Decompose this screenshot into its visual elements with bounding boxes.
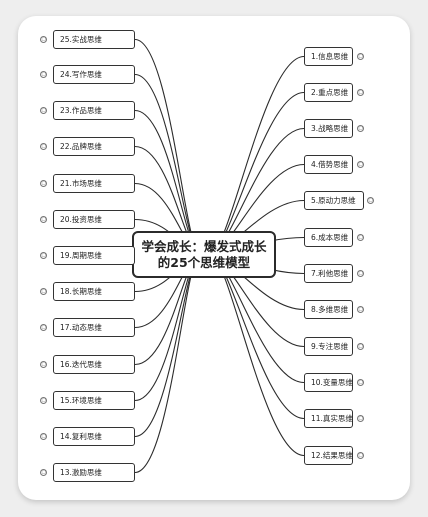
note-icon[interactable]: □ (40, 469, 47, 476)
note-icon[interactable]: □ (357, 306, 364, 313)
note-icon[interactable]: □ (357, 53, 364, 60)
node-label: 25.实战思维 (60, 35, 102, 44)
node-focus-point-thinking[interactable]: 2.重点思维 (304, 83, 353, 102)
node-work-thinking[interactable]: 23.作品思维 (53, 101, 135, 120)
node-label: 17.动态思维 (60, 323, 102, 332)
node-result-thinking[interactable]: 12.结果思维 (304, 446, 353, 465)
node-label: 12.结果思维 (311, 451, 353, 460)
node-compound-thinking[interactable]: 14.复利思维 (53, 427, 135, 446)
node-label: 14.复利思维 (60, 432, 102, 441)
note-icon[interactable]: □ (357, 415, 364, 422)
node-label: 15.环境思维 (60, 396, 102, 405)
node-writing-thinking[interactable]: 24.写作思维 (53, 65, 135, 84)
node-label: 20.投资思维 (60, 215, 102, 224)
connector-line (209, 91, 305, 255)
node-truth-thinking[interactable]: 11.真实思维 (304, 409, 353, 428)
note-icon[interactable]: □ (40, 36, 47, 43)
note-icon[interactable]: □ (40, 252, 47, 259)
note-icon[interactable]: □ (40, 361, 47, 368)
node-label: 24.写作思维 (60, 70, 102, 79)
note-icon[interactable]: □ (357, 125, 364, 132)
node-label: 9.专注思维 (311, 342, 349, 351)
note-icon[interactable]: □ (40, 143, 47, 150)
node-market-thinking[interactable]: 21.市场思维 (53, 174, 135, 193)
note-icon[interactable]: □ (40, 216, 47, 223)
node-label: 22.品牌思维 (60, 142, 102, 151)
note-icon[interactable]: □ (40, 397, 47, 404)
node-leverage-thinking[interactable]: 4.借势思维 (304, 155, 353, 174)
note-icon[interactable]: □ (357, 270, 364, 277)
node-label: 21.市场思维 (60, 179, 102, 188)
node-label: 16.迭代思维 (60, 360, 102, 369)
node-altruism-thinking[interactable]: 7.利他思维 (304, 264, 353, 283)
node-label: 11.真实思维 (311, 414, 353, 423)
node-investment-thinking[interactable]: 20.投资思维 (53, 210, 135, 229)
node-label: 4.借势思维 (311, 160, 349, 169)
central-topic[interactable]: 学会成长：爆发式成长 的25个思维模型 (132, 231, 276, 278)
note-icon[interactable]: □ (357, 379, 364, 386)
node-label: 6.成本思维 (311, 233, 349, 242)
node-label: 7.利他思维 (311, 269, 349, 278)
note-icon[interactable]: □ (357, 234, 364, 241)
node-strategy-thinking[interactable]: 3.战略思维 (304, 119, 353, 138)
node-label: 2.重点思维 (311, 88, 349, 97)
note-icon[interactable]: □ (357, 161, 364, 168)
node-label: 1.信息思维 (311, 52, 349, 61)
note-icon[interactable]: □ (40, 433, 47, 440)
node-variable-thinking[interactable]: 10.变量思维 (304, 373, 353, 392)
note-icon[interactable]: □ (40, 107, 47, 114)
note-icon[interactable]: □ (40, 180, 47, 187)
note-icon[interactable]: □ (367, 197, 374, 204)
central-topic-line1: 学会成长：爆发式成长 (141, 238, 267, 254)
note-icon[interactable]: □ (357, 452, 364, 459)
node-practical-thinking[interactable]: 25.实战思维 (53, 30, 135, 49)
node-label: 13.激励思维 (60, 468, 102, 477)
node-label: 5.原动力思维 (311, 196, 356, 205)
node-information-thinking[interactable]: 1.信息思维 (304, 47, 353, 66)
node-concentration-thinking[interactable]: 9.专注思维 (304, 337, 353, 356)
note-icon[interactable]: □ (357, 89, 364, 96)
node-motivation-thinking[interactable]: 5.原动力思维 (304, 191, 364, 210)
node-label: 8.多维思维 (311, 305, 349, 314)
connector-line (134, 253, 201, 474)
note-icon[interactable]: □ (40, 288, 47, 295)
node-longterm-thinking[interactable]: 18.长期思维 (53, 282, 135, 301)
note-icon[interactable]: □ (357, 343, 364, 350)
node-label: 3.战略思维 (311, 124, 349, 133)
node-dynamic-thinking[interactable]: 17.动态思维 (53, 318, 135, 337)
note-icon[interactable]: □ (40, 324, 47, 331)
node-brand-thinking[interactable]: 22.品牌思维 (53, 137, 135, 156)
connector-line (209, 253, 305, 420)
node-label: 19.周期思维 (60, 251, 102, 260)
note-icon[interactable]: □ (40, 71, 47, 78)
node-label: 10.变量思维 (311, 378, 353, 387)
connector-line (134, 38, 201, 255)
node-label: 18.长期思维 (60, 287, 102, 296)
central-topic-line2: 的25个思维模型 (157, 254, 251, 270)
node-cycle-thinking[interactable]: 19.周期思维 (53, 246, 135, 265)
node-cost-thinking[interactable]: 6.成本思维 (304, 228, 353, 247)
node-iteration-thinking[interactable]: 16.迭代思维 (53, 355, 135, 374)
node-label: 23.作品思维 (60, 106, 102, 115)
node-multidimensional-thinking[interactable]: 8.多维思维 (304, 300, 353, 319)
node-environment-thinking[interactable]: 15.环境思维 (53, 391, 135, 410)
node-incentive-thinking[interactable]: 13.激励思维 (53, 463, 135, 482)
